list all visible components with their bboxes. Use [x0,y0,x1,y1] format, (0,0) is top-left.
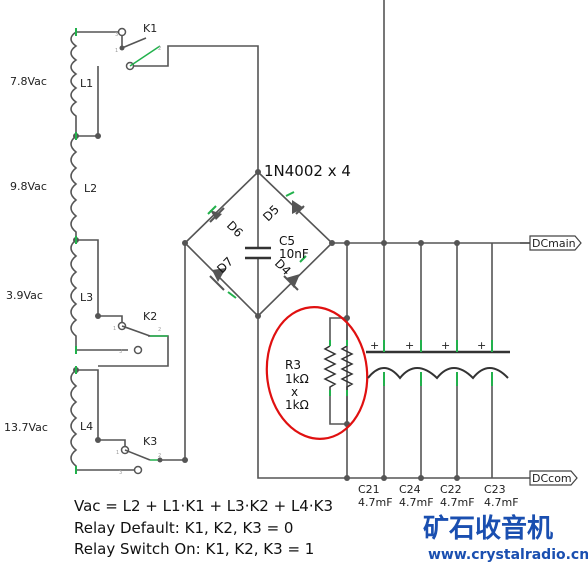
r3-name: R3 [285,358,301,372]
net-label-dcmain: DCmain [529,235,582,251]
svg-text:DCmain: DCmain [532,237,576,250]
inductor-l4-voltage: 13.7Vac [4,421,48,434]
relay-k3: K3 1 2 3 [116,435,163,476]
cap-c23-value: 4.7mF [484,496,519,509]
relay-k1: K1 3 1 2 [115,22,161,71]
r3-value-2: 1kΩ [285,398,309,412]
inductor-l3-voltage: 3.9Vac [6,289,43,302]
inductor-l3-label: L3 [80,291,93,304]
equation-line-3: Relay Switch On: K1, K2, K3 = 1 [74,540,314,558]
cap-c24-value: 4.7mF [399,496,434,509]
inductor-coils [70,31,78,470]
inductor-l2-voltage: 9.8Vac [10,180,47,193]
relay-k3-label: K3 [143,435,157,448]
inductor-l1-label: L1 [80,77,93,90]
relay-k2-label: K2 [143,310,157,323]
svg-text:3: 3 [115,32,118,38]
equation-line-1: Vac = L2 + L1·K1 + L3·K2 + L4·K3 [74,497,333,515]
diode-d5-label: D5 [260,202,282,224]
svg-text:2: 2 [158,46,161,52]
cap-c22-name: C22 [440,483,462,496]
net-label-dccom: DCcom [529,470,578,486]
highlight-circle [265,306,369,440]
watermark-cn: 矿石收音机 [423,513,553,544]
svg-text:+: + [441,339,450,352]
c5-name: C5 [279,234,295,248]
capacitor-c5: C5 10nF [245,234,309,261]
cap-c23-name: C23 [484,483,506,496]
c5-value: 10nF [279,247,309,261]
inductor-l4-label: L4 [80,420,93,433]
equation-line-2: Relay Default: K1, K2, K3 = 0 [74,519,293,537]
resistor-r3 [323,345,354,390]
svg-text:+: + [477,339,486,352]
watermark-url: www.crystalradio.cn [428,547,588,563]
wires [76,0,530,479]
diode-d5: D5 [260,191,305,224]
r3-multiplier: x [291,385,298,399]
svg-text:DCcom: DCcom [532,472,572,485]
bridge-title: 1N4002 x 4 [264,162,351,180]
diode-d6-label: D6 [224,218,246,240]
cap-c21-name: C21 [358,483,380,496]
diode-d7: D7 [209,254,237,299]
svg-text:1: 1 [116,450,119,456]
cap-c21-value: 4.7mF [358,496,393,509]
svg-text:1: 1 [113,326,116,332]
svg-text:+: + [405,339,414,352]
output-capacitors: + + + + [366,339,510,386]
svg-text:+: + [370,339,379,352]
relay-k2: K2 1 2 3 [113,310,168,355]
cap-c24-name: C24 [399,483,421,496]
resistor-pins [329,340,348,396]
inductor-l1-voltage: 7.8Vac [10,75,47,88]
svg-text:3: 3 [119,470,122,476]
relay-k1-label: K1 [143,22,157,35]
diode-d6: D6 [207,205,246,240]
svg-text:1: 1 [115,48,118,54]
inductor-l2-label: L2 [84,182,97,195]
svg-text:2: 2 [158,453,161,459]
svg-text:3: 3 [119,349,122,355]
r3-value: 1kΩ [285,372,309,386]
svg-text:2: 2 [158,327,161,333]
cap-c22-value: 4.7mF [440,496,475,509]
